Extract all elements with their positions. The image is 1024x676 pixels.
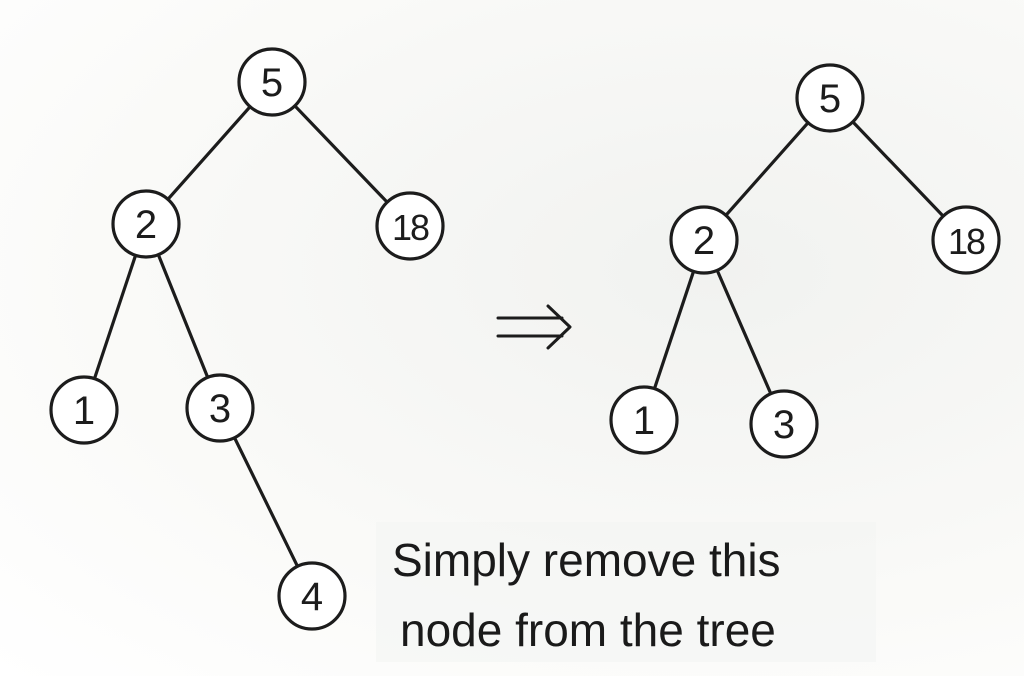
tree-node: 1 <box>609 385 679 455</box>
node-circle <box>931 205 1001 275</box>
edges-layer <box>92 104 945 568</box>
node-label: 1 <box>633 399 655 443</box>
tree-node: 3 <box>185 373 255 443</box>
caption-background <box>376 522 876 662</box>
node-circle <box>111 189 181 259</box>
node-label: 3 <box>773 403 795 447</box>
tree-edge <box>652 269 696 391</box>
tree-node: 2 <box>111 189 181 259</box>
tree-edge <box>293 104 389 204</box>
tree-node: 18 <box>375 191 445 261</box>
node-circle <box>669 205 739 275</box>
nodes-layer: 5 2 18 1 3 4 5 2 18 1 3 <box>49 47 1001 631</box>
caption: Simply remove this node from the tree <box>376 522 876 662</box>
tree-node: 1 <box>49 375 119 445</box>
tree-edge <box>232 436 300 568</box>
node-circle <box>609 385 679 455</box>
tree-node: 3 <box>749 389 819 459</box>
node-circle <box>375 191 445 261</box>
tree-edge <box>724 121 810 217</box>
tree-edge <box>156 253 210 379</box>
node-circle <box>749 389 819 459</box>
node-label: 5 <box>819 77 841 121</box>
node-circle <box>49 375 119 445</box>
double-arrow-right-icon <box>496 304 572 350</box>
node-label: 2 <box>135 203 157 247</box>
node-circle <box>237 47 307 117</box>
node-circle <box>795 63 865 133</box>
tree-edge <box>166 105 252 201</box>
tree-node: 2 <box>669 205 739 275</box>
tree-edge <box>851 120 945 218</box>
tree-node: 5 <box>237 47 307 117</box>
node-label: 1 <box>73 389 95 433</box>
tree-node: 4 <box>277 561 347 631</box>
node-label: 5 <box>261 61 283 105</box>
tree-edge <box>715 268 773 396</box>
node-label: 2 <box>693 219 715 263</box>
caption-line-2: node from the tree <box>400 604 776 656</box>
caption-line-1: Simply remove this <box>392 534 781 586</box>
tree-node: 18 <box>931 205 1001 275</box>
tree-node: 5 <box>795 63 865 133</box>
node-label: 18 <box>392 207 429 248</box>
node-label: 18 <box>948 221 985 262</box>
node-circle <box>185 373 255 443</box>
node-label: 3 <box>209 387 231 431</box>
node-circle <box>277 561 347 631</box>
node-label: 4 <box>301 575 323 619</box>
tree-edge <box>92 253 138 381</box>
